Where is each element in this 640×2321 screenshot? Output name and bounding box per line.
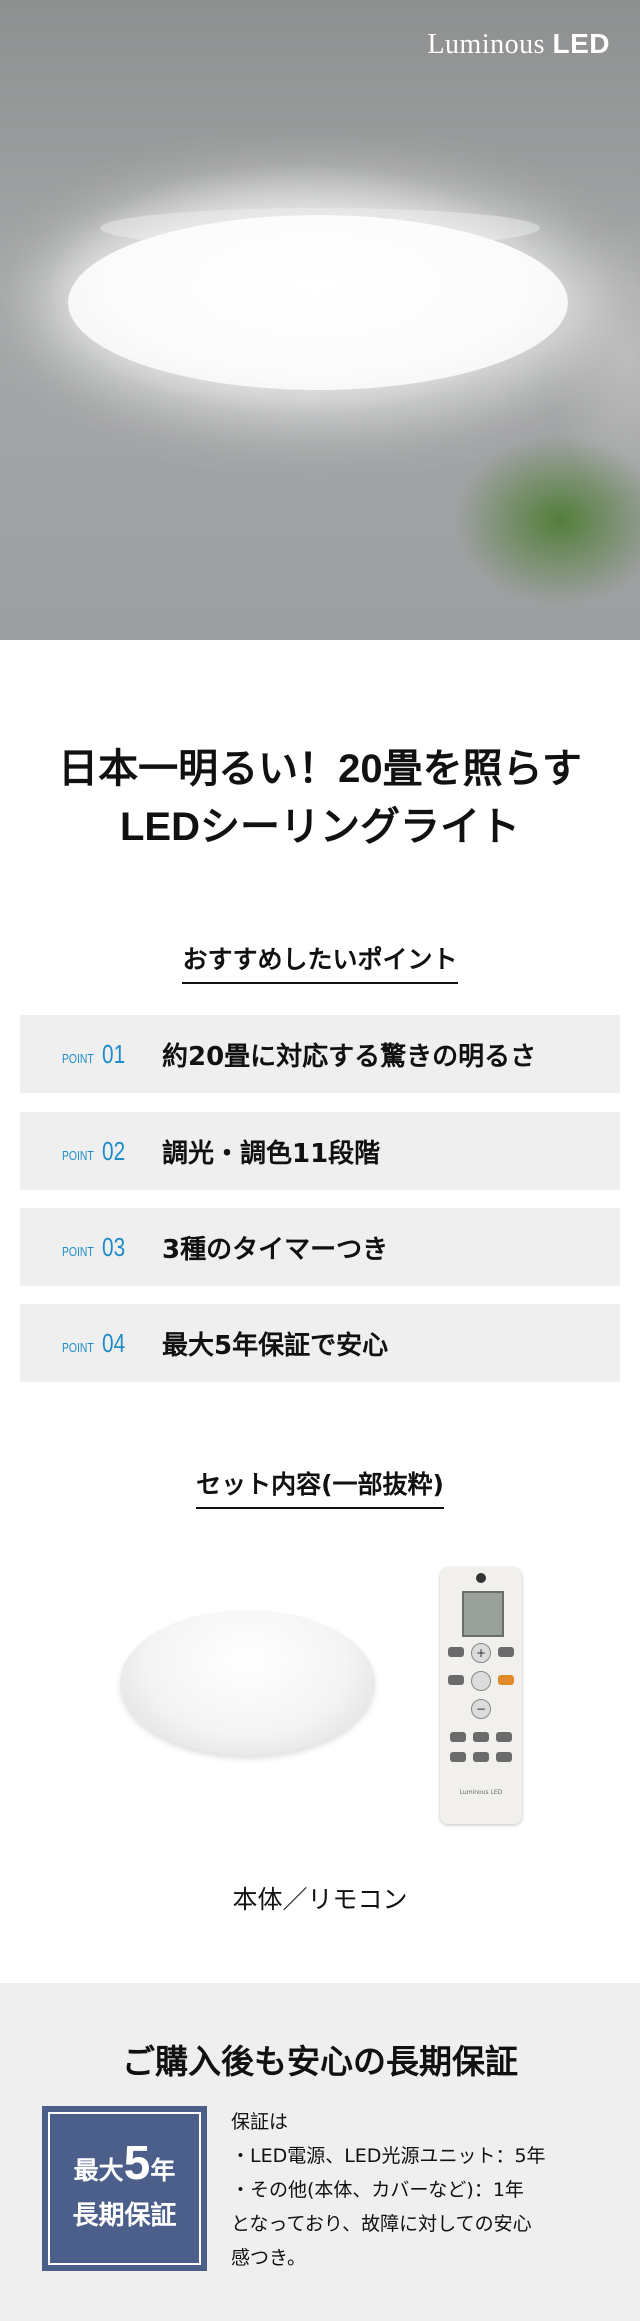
remote-button [450,1752,466,1762]
headline-line-2: LEDシーリングライト [120,805,520,849]
plus-icon: + [471,1643,491,1663]
point-text: 最大5年保証で安心 [162,1330,389,1361]
remote-button [498,1647,514,1657]
page-headline: 日本一明るい！20畳を照らす LEDシーリングライト [0,740,640,856]
warranty-section: ご購入後も安心の長期保証 最大5年 長期保証 保証は ・LED電源、LED光源ユ… [0,1983,640,2321]
remote-button [473,1752,489,1762]
remote-button [450,1732,466,1742]
remote-button [473,1732,489,1742]
points-section-title: おすすめしたいポイント [0,940,640,984]
remote-button [498,1675,514,1685]
power-button-icon [476,1573,486,1583]
set-section-title: セット内容(一部抜粋) [0,1465,640,1509]
remote-button [496,1752,512,1762]
hero-image: Luminous LED [0,0,640,640]
product-caption: 本体／リモコン [232,1885,408,1914]
remote-control-image: + − Luminous LED [440,1567,522,1824]
remote-brand-text: Luminous LED [459,1789,503,1796]
remote-button [448,1647,464,1657]
point-text: 3種のタイマーつき [162,1234,389,1265]
ceiling-light-product-image [120,1610,375,1755]
warranty-description: 保証は ・LED電源、LED光源ユニット：5年 ・その他(本体、カバーなど)：1… [231,2111,546,2269]
remote-display [462,1591,504,1637]
remote-button [496,1732,512,1742]
warranty-title: ご購入後も安心の長期保証 [122,2042,518,2081]
brand-logo: Luminous LED [427,28,610,60]
point-text: 調光・調色11段階 [162,1138,381,1169]
remote-center-button [471,1671,491,1691]
warranty-badge: 最大5年 長期保証 [42,2106,207,2271]
headline-line-1: 日本一明るい！20畳を照らす [58,747,582,791]
minus-icon: − [471,1699,491,1719]
point-text: 約20畳に対応する驚きの明るさ [162,1041,537,1072]
ceiling-light-image [68,215,568,390]
remote-button [448,1675,464,1685]
